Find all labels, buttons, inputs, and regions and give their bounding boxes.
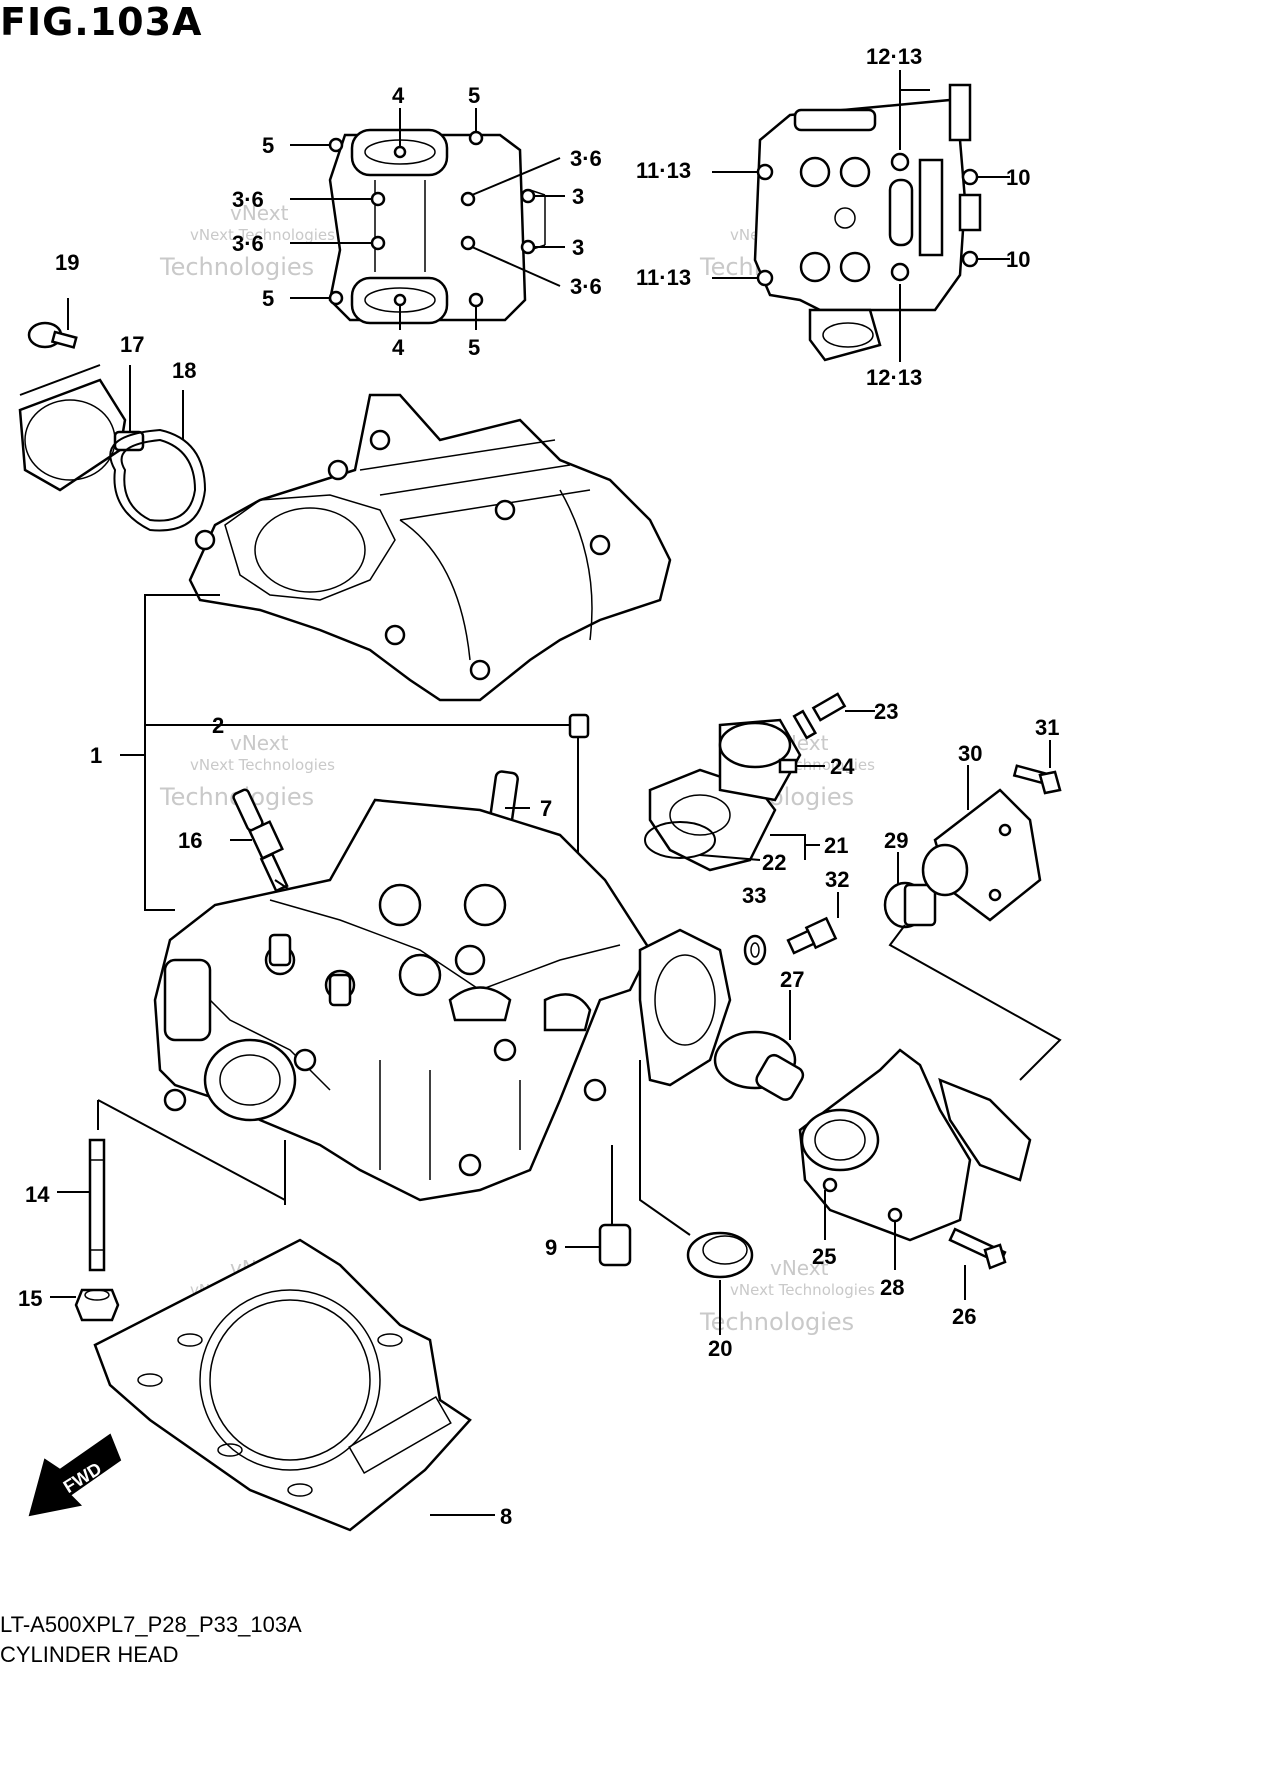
head-cover-top-view	[328, 128, 546, 325]
callout-29: 29	[884, 828, 908, 853]
callout-11-13: 11·13	[636, 265, 691, 290]
part-22-o-ring	[644, 821, 716, 859]
callout-17: 17	[120, 332, 144, 357]
callout-33: 33	[742, 883, 766, 908]
callout-16: 16	[178, 828, 202, 853]
leader-lines-21-22	[699, 834, 820, 861]
part-18-o-ring	[109, 428, 207, 532]
leader-lines-17-18	[19, 364, 184, 440]
callout-22: 22	[762, 850, 786, 875]
watermark-text: vNext	[230, 201, 289, 225]
callout-3: 3	[572, 235, 584, 260]
callout-25: 25	[812, 1244, 836, 1269]
part-29-seal	[883, 852, 937, 929]
leader-line-30-25	[888, 924, 1062, 1081]
callout-27: 27	[780, 967, 804, 992]
callout-5: 5	[262, 286, 274, 311]
part-21-intake-pipe	[648, 718, 802, 872]
figure-name: CYLINDER HEAD	[0, 1642, 179, 1667]
watermark-text: vNext Technologies	[190, 226, 335, 244]
callout-5: 5	[468, 335, 480, 360]
callout-24: 24	[830, 754, 855, 779]
callout-9: 9	[545, 1235, 557, 1260]
callout-32: 32	[825, 867, 849, 892]
part-8-gasket	[93, 1238, 495, 1532]
part-23-bolt	[792, 692, 875, 740]
callout-12-13: 12·13	[866, 44, 922, 69]
callout-23: 23	[874, 699, 898, 724]
callout-8: 8	[500, 1504, 512, 1529]
callout-31: 31	[1035, 715, 1059, 740]
part-26-bolt	[948, 1227, 1007, 1300]
part-20-plug	[639, 1060, 754, 1335]
callout-4: 4	[392, 335, 405, 360]
part-2-dowel	[568, 713, 590, 739]
leader-lines-top-left	[290, 108, 565, 330]
part-16-spark-plug	[230, 788, 306, 901]
part-15-nut	[50, 1288, 120, 1322]
watermark-text: Technologies	[159, 253, 314, 281]
part-19-bolt	[27, 298, 78, 349]
part-24-clamp	[778, 758, 825, 774]
part-14-stud	[57, 1099, 286, 1272]
watermark-6: vNext vNext Technologies Technologies	[699, 1256, 875, 1336]
callout-21: 21	[824, 833, 848, 858]
callout-2: 2	[212, 713, 224, 738]
callout-11-13: 11·13	[636, 158, 691, 183]
watermark-text: Technologies	[699, 1308, 854, 1336]
part-31-bolt	[1012, 740, 1062, 795]
part-30-hose-fitting	[921, 765, 1042, 922]
cylinder-head	[153, 798, 732, 1202]
callout-18: 18	[172, 358, 196, 383]
head-cover	[188, 393, 672, 702]
fwd-arrow-badge: FWD	[28, 1433, 122, 1517]
callout-19: 19	[55, 250, 79, 275]
callout-28: 28	[880, 1275, 904, 1300]
watermark-text: vNext	[770, 1256, 829, 1280]
callout-5: 5	[468, 83, 480, 108]
callout-12-13: 12·13	[866, 365, 922, 390]
callout-1: 1	[90, 743, 102, 768]
callout-3-6: 3·6	[232, 231, 264, 256]
figure-title: FIG.103A	[0, 0, 203, 44]
part-27-thermostat	[713, 990, 805, 1101]
callout-3-6: 3·6	[232, 187, 264, 212]
callout-4: 4	[392, 83, 405, 108]
callout-3-6: 3·6	[570, 274, 602, 299]
callout-7: 7	[540, 796, 552, 821]
callout-26: 26	[952, 1304, 976, 1329]
leader-lines-top-right	[712, 70, 1010, 362]
callout-3-6: 3·6	[570, 146, 602, 171]
part-9-dowel	[565, 1145, 632, 1267]
callout-10: 10	[1006, 247, 1030, 272]
watermark-text: vNext	[230, 731, 289, 755]
callout-3: 3	[572, 184, 584, 209]
callout-labels: 4 5 5 3·6 3·6 3 3·6 3 3·6 5 4 5 12·13 11…	[18, 44, 1059, 1529]
figure-code: LT-A500XPL7_P28_P33_103A	[0, 1612, 302, 1637]
watermark-text: vNext Technologies	[730, 1281, 875, 1299]
head-bottom-view	[753, 83, 982, 362]
callout-5: 5	[262, 133, 274, 158]
callout-30: 30	[958, 741, 982, 766]
part-32-sensor	[786, 892, 839, 955]
callout-14: 14	[25, 1182, 50, 1207]
callout-15: 15	[18, 1286, 42, 1311]
callout-10: 10	[1006, 165, 1030, 190]
part-25-thermostat-case	[798, 1048, 1032, 1270]
callout-20: 20	[708, 1336, 732, 1361]
watermark-1: vNext vNext Technologies Technologies	[159, 201, 335, 281]
part-33-washer	[743, 934, 767, 966]
watermark-text: vNext Technologies	[190, 756, 335, 774]
